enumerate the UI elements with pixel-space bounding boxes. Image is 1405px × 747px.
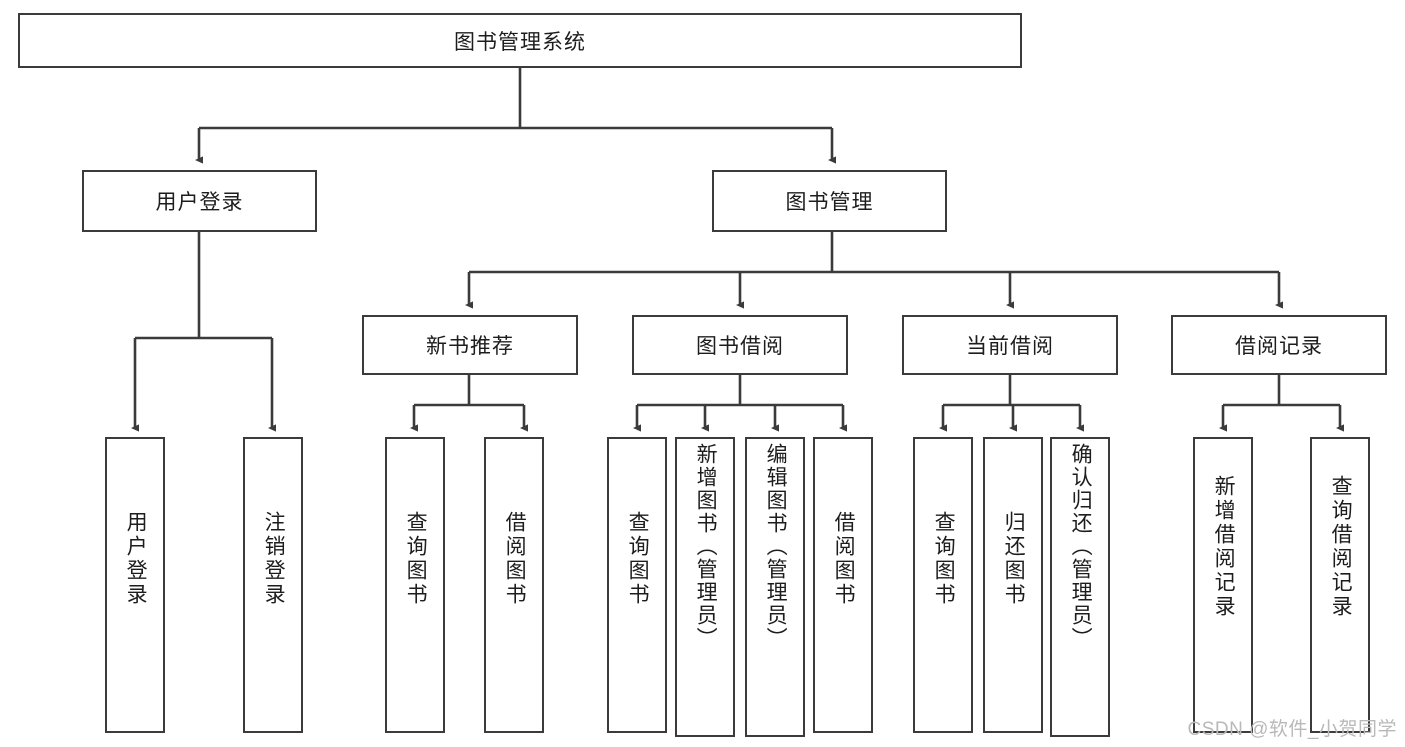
node-label: 查询图书 [404,511,428,607]
node-label: 注销登录 [262,511,286,607]
node-label: 用户登录 [155,191,244,214]
node-label: 图书借阅 [696,335,784,358]
node-leaf-query-book-current[interactable]: 查询图书 [913,437,973,733]
node-label: 查询借阅记录 [1329,475,1353,619]
watermark-text: CSDN @软件_小贺同学 [1187,719,1397,740]
node-label: 查询图书 [626,511,650,607]
node-label: 图书管理系统 [454,30,586,54]
node-leaf-edit-book-admin[interactable]: 编辑图书（管理员） [745,437,805,737]
node-leaf-borrow-book-recommend[interactable]: 借阅图书 [484,437,544,733]
node-label: 查询图书 [932,511,956,607]
node-leaf-user-login[interactable]: 用户登录 [105,437,165,733]
node-label: 新增图书（管理员） [694,443,718,650]
node-user-login[interactable]: 用户登录 [82,170,317,232]
node-leaf-query-book-borrow[interactable]: 查询图书 [607,437,667,733]
node-leaf-add-book-admin[interactable]: 新增图书（管理员） [675,437,735,737]
node-leaf-logout[interactable]: 注销登录 [243,437,303,733]
node-leaf-query-borrow-record[interactable]: 查询借阅记录 [1310,437,1370,733]
node-root-system[interactable]: 图书管理系统 [18,13,1022,68]
node-label: 新书推荐 [426,335,514,358]
node-label: 图书管理 [785,191,874,214]
node-label: 借阅记录 [1235,335,1323,358]
node-leaf-confirm-return-admin[interactable]: 确认归还（管理员） [1050,437,1110,737]
node-label: 当前借阅 [966,335,1054,358]
node-leaf-borrow-book[interactable]: 借阅图书 [813,437,873,733]
node-leaf-return-book[interactable]: 归还图书 [983,437,1043,733]
node-label: 借阅图书 [503,511,527,607]
node-book-borrow[interactable]: 图书借阅 [632,315,848,375]
node-label: 编辑图书（管理员） [764,443,788,650]
node-label: 用户登录 [124,511,148,607]
node-label: 确认归还（管理员） [1069,443,1093,650]
node-leaf-add-borrow-record[interactable]: 新增借阅记录 [1193,437,1253,733]
node-book-management[interactable]: 图书管理 [712,170,947,232]
node-borrow-record[interactable]: 借阅记录 [1171,315,1387,375]
node-label: 新增借阅记录 [1212,475,1236,619]
node-label: 借阅图书 [832,511,856,607]
node-current-borrow[interactable]: 当前借阅 [902,315,1118,375]
node-leaf-query-book-recommend[interactable]: 查询图书 [385,437,445,733]
node-label: 归还图书 [1002,511,1026,607]
node-new-book-recommend[interactable]: 新书推荐 [362,315,578,375]
